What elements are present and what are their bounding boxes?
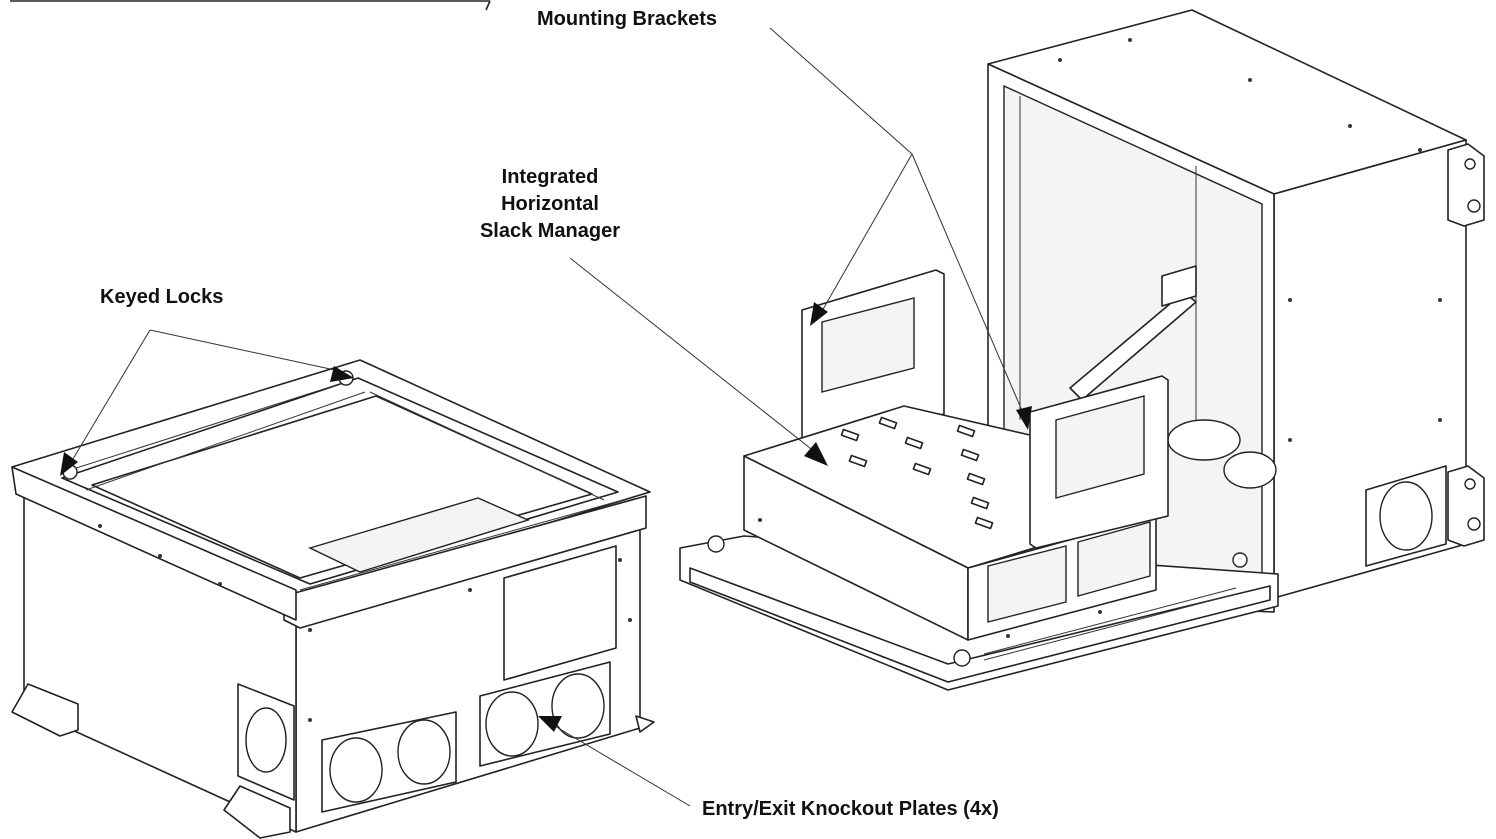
left-enclosure-access-door bbox=[503, 545, 617, 681]
tray-front-window-1 bbox=[987, 545, 1067, 623]
arrowhead bbox=[538, 716, 562, 732]
callout-slack-manager bbox=[569, 257, 828, 466]
right-cabinet-support-arm bbox=[1069, 291, 1197, 401]
slack-manager-label: Integrated Horizontal Slack Manager bbox=[468, 164, 632, 245]
left-enclosure-foot-3 bbox=[635, 715, 655, 733]
arrowhead bbox=[60, 452, 78, 476]
left-enclosure-front-band bbox=[283, 495, 647, 629]
left-enclosure-lid-plate bbox=[308, 497, 530, 573]
mounting-brackets-label: Mounting Brackets bbox=[537, 8, 718, 30]
tray-front-window-2 bbox=[1077, 521, 1151, 597]
left-enclosure-foot-1 bbox=[11, 683, 79, 737]
mounting-bracket-right-window bbox=[1055, 395, 1145, 499]
keyed-locks-label: Keyed Locks bbox=[100, 286, 224, 308]
mounting-bracket-left-window bbox=[821, 297, 915, 393]
image-border-fragment bbox=[10, 0, 491, 11]
slack-manager-label-line-1: Integrated bbox=[501, 166, 599, 188]
left-enclosure-foot-2 bbox=[223, 785, 291, 839]
right-cabinet-arm-bracket bbox=[1161, 265, 1197, 307]
slack-manager-label-line-3: Slack Manager bbox=[479, 220, 621, 242]
callout-mounting-brackets bbox=[769, 27, 1032, 430]
knockout-plates-label: Entry/Exit Knockout Plates (4x) bbox=[702, 798, 999, 820]
right-cabinet-hinge-bottom bbox=[1447, 465, 1485, 547]
arrowhead bbox=[804, 442, 828, 466]
slack-manager-label-line-2: Horizontal bbox=[501, 193, 599, 215]
left-enclosure bbox=[11, 359, 655, 839]
arrowhead bbox=[1016, 406, 1032, 430]
arrowhead bbox=[810, 302, 828, 326]
tray-base-rail bbox=[689, 567, 1271, 683]
callout-knockout-plates bbox=[538, 716, 691, 807]
arrowhead bbox=[330, 366, 354, 382]
right-cabinet-hinge-top bbox=[1447, 143, 1485, 227]
left-enclosure-side-band bbox=[11, 466, 297, 621]
callout-keyed-locks bbox=[60, 329, 354, 476]
